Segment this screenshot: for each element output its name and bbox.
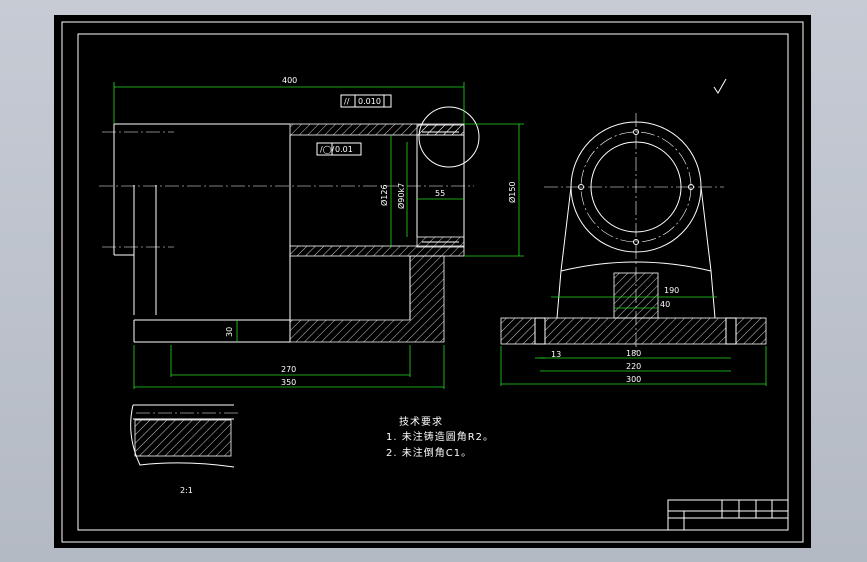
outer-frame <box>61 21 804 543</box>
cad-drawing: 400 Ø126 Ø90k7 Ø150 55 30 270 350 // 0.0… <box>61 21 804 543</box>
notes-title: 技术要求 <box>399 415 443 428</box>
detail-circle <box>418 106 480 168</box>
front-view-dimensions: 400 Ø126 Ø90k7 Ø150 55 30 270 350 // 0.0… <box>113 76 524 389</box>
dim-180: 180 <box>626 349 641 358</box>
side-view <box>500 113 767 355</box>
dim-diameter-90k7: Ø90k7 <box>396 183 406 209</box>
dim-270: 270 <box>281 365 296 374</box>
notes-line-2: 2. 未注倒角C1。 <box>386 446 472 459</box>
lower-wall-hatch <box>289 245 465 257</box>
front-section-view <box>99 106 480 343</box>
roughness-symbol-icon <box>713 78 727 94</box>
dim-400: 400 <box>282 76 297 85</box>
parallelism-value: 0.010 <box>358 97 381 106</box>
dim-220: 220 <box>626 362 641 371</box>
svg-text:/◯/: /◯/ <box>320 145 335 154</box>
dim-diameter-126: Ø126 <box>379 184 389 206</box>
detail-scale: 2:1 <box>180 486 193 495</box>
cylindricity-value: 0.01 <box>335 145 353 154</box>
side-view-dimensions: 190 40 13 180 220 300 <box>500 286 767 386</box>
notes-line-1: 1. 未注铸造圆角R2。 <box>386 430 494 443</box>
drawing-sheet: 400 Ø126 Ø90k7 Ø150 55 30 270 350 // 0.0… <box>54 15 811 548</box>
dim-55: 55 <box>435 189 445 198</box>
detail-view: 2:1 <box>130 404 239 495</box>
rib-hatch <box>613 272 659 319</box>
technical-notes: 技术要求 1. 未注铸造圆角R2。 2. 未注倒角C1。 <box>386 415 494 459</box>
title-block <box>667 499 789 531</box>
inner-frame <box>77 33 789 531</box>
dim-40: 40 <box>660 300 670 309</box>
dim-30: 30 <box>225 327 234 337</box>
dim-350: 350 <box>281 378 296 387</box>
parallelism-frame <box>340 94 392 108</box>
dim-diameter-150: Ø150 <box>507 181 517 203</box>
pedestal-hatch <box>289 255 445 343</box>
svg-text://: // <box>344 97 350 106</box>
dim-190: 190 <box>664 286 679 295</box>
dim-13: 13 <box>551 350 561 359</box>
dim-300: 300 <box>626 375 641 384</box>
bolt-circle <box>580 131 692 243</box>
cylindricity-frame <box>316 142 362 156</box>
